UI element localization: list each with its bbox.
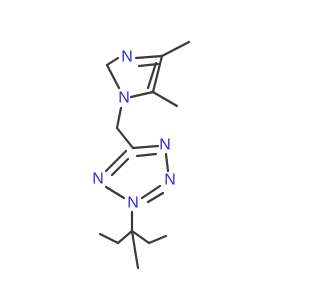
atom-label-n: N — [121, 49, 133, 66]
bond-qc-methyl-up — [130, 229, 137, 252]
bond-qc-methyl-left — [116, 229, 134, 245]
bond-c2-n3 — [105, 56, 120, 67]
atom-label-n: N — [127, 195, 139, 212]
bond-n1-ch2 — [115, 106, 123, 130]
bond-c4-c5-double — [146, 61, 158, 90]
bond-n4-n3 — [164, 152, 170, 173]
bond-n3-n2 — [140, 184, 162, 200]
bond-tbu-c2 — [98, 232, 120, 245]
bond-c4-methyl — [160, 40, 191, 58]
bond-n1t-c5t — [104, 149, 128, 173]
atom-n1-tetrazole: N — [92, 171, 104, 188]
bond-c4-c5 — [151, 54, 164, 94]
bond-ch2-c5t — [115, 126, 135, 150]
bond-c5t-n4 — [131, 144, 160, 150]
bond-n2-n1t — [104, 185, 126, 200]
bond-n3-n2-double — [146, 191, 165, 204]
atom-n1-imidazole: N — [118, 90, 130, 107]
atom-label-n: N — [164, 172, 176, 189]
bond-tbu-c3 — [147, 234, 168, 245]
bond-c5-methyl — [151, 90, 179, 108]
atom-label-n: N — [118, 90, 130, 107]
bond-c5t-n4-double — [135, 152, 158, 158]
bond-n3-c4 — [134, 54, 164, 60]
bond-tbu-c1 — [133, 248, 140, 270]
atom-n4-tetrazole: N — [159, 137, 171, 154]
atom-label-n: N — [159, 137, 171, 154]
bond-n1-c2 — [105, 63, 121, 90]
bond-qc-methyl-bottom — [130, 229, 151, 245]
atom-n3-imidazole: N — [121, 49, 133, 66]
atom-label-n: N — [92, 171, 104, 188]
atom-n2-tetrazole: N — [127, 195, 139, 212]
bond-c5-n1 — [129, 90, 155, 99]
molecule-structure: N N N N N N — [92, 40, 191, 270]
bond-n1t-c5t-double — [110, 157, 130, 177]
atom-n3-tetrazole: N — [164, 172, 176, 189]
